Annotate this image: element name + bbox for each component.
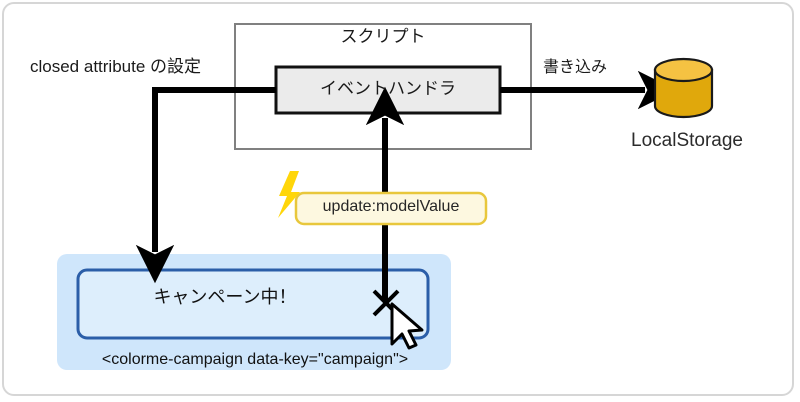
lightning-bolt-icon bbox=[278, 171, 300, 218]
mouse-cursor-icon bbox=[390, 302, 424, 350]
campaign-box[interactable] bbox=[76, 268, 430, 340]
script-title-label: スクリプト bbox=[340, 27, 426, 46]
update-event-badge bbox=[294, 191, 488, 226]
campaign-text-label: キャンペーン中！ bbox=[153, 287, 297, 307]
custom-element-tag-label: <colorme-campaign data-key="campaign"> bbox=[101, 351, 409, 368]
event-handler-label: イベントハンドラ bbox=[320, 79, 456, 98]
update-event-label: update:modelValue bbox=[322, 198, 460, 215]
database-cylinder-icon bbox=[653, 57, 714, 119]
write-label: 書き込み bbox=[543, 59, 608, 76]
closed-attribute-label: closed attribute の設定 bbox=[30, 57, 202, 76]
localstorage-label: LocalStorage bbox=[631, 130, 743, 151]
closed-attribute-arrow bbox=[135, 87, 276, 284]
